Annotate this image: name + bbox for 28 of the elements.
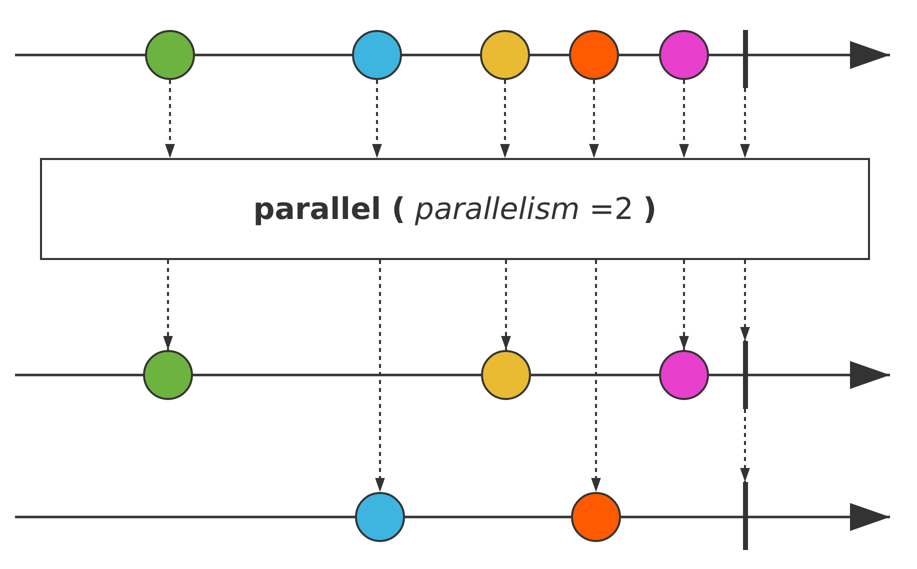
arrow: [501, 260, 511, 350]
marble-circle: [569, 30, 619, 80]
marble-circle: [659, 350, 709, 400]
operator-label: parallel ( parallelism =2 ): [253, 192, 657, 226]
marble-circle: [481, 350, 531, 400]
marble-circle: [480, 30, 530, 80]
arrow: [500, 80, 510, 158]
completion-bar: [742, 30, 748, 88]
arrow: [375, 260, 385, 492]
arrow: [591, 260, 601, 492]
marble-circle: [355, 492, 405, 542]
marble-circle: [571, 492, 621, 542]
operator-box: [40, 158, 870, 260]
arrow: [679, 80, 689, 158]
arrow: [679, 260, 689, 350]
completion-bar: [742, 341, 748, 409]
marble-circle: [145, 30, 195, 80]
arrow: [372, 80, 382, 158]
marble-circle: [659, 30, 709, 80]
marble-circle: [352, 30, 402, 80]
arrow: [740, 409, 750, 482]
arrow: [165, 80, 175, 158]
arrow: [589, 80, 599, 158]
arrow: [163, 260, 173, 350]
marble-circle: [143, 350, 193, 400]
completion-bar: [742, 482, 748, 550]
arrow: [740, 260, 750, 341]
arrow: [740, 88, 750, 158]
